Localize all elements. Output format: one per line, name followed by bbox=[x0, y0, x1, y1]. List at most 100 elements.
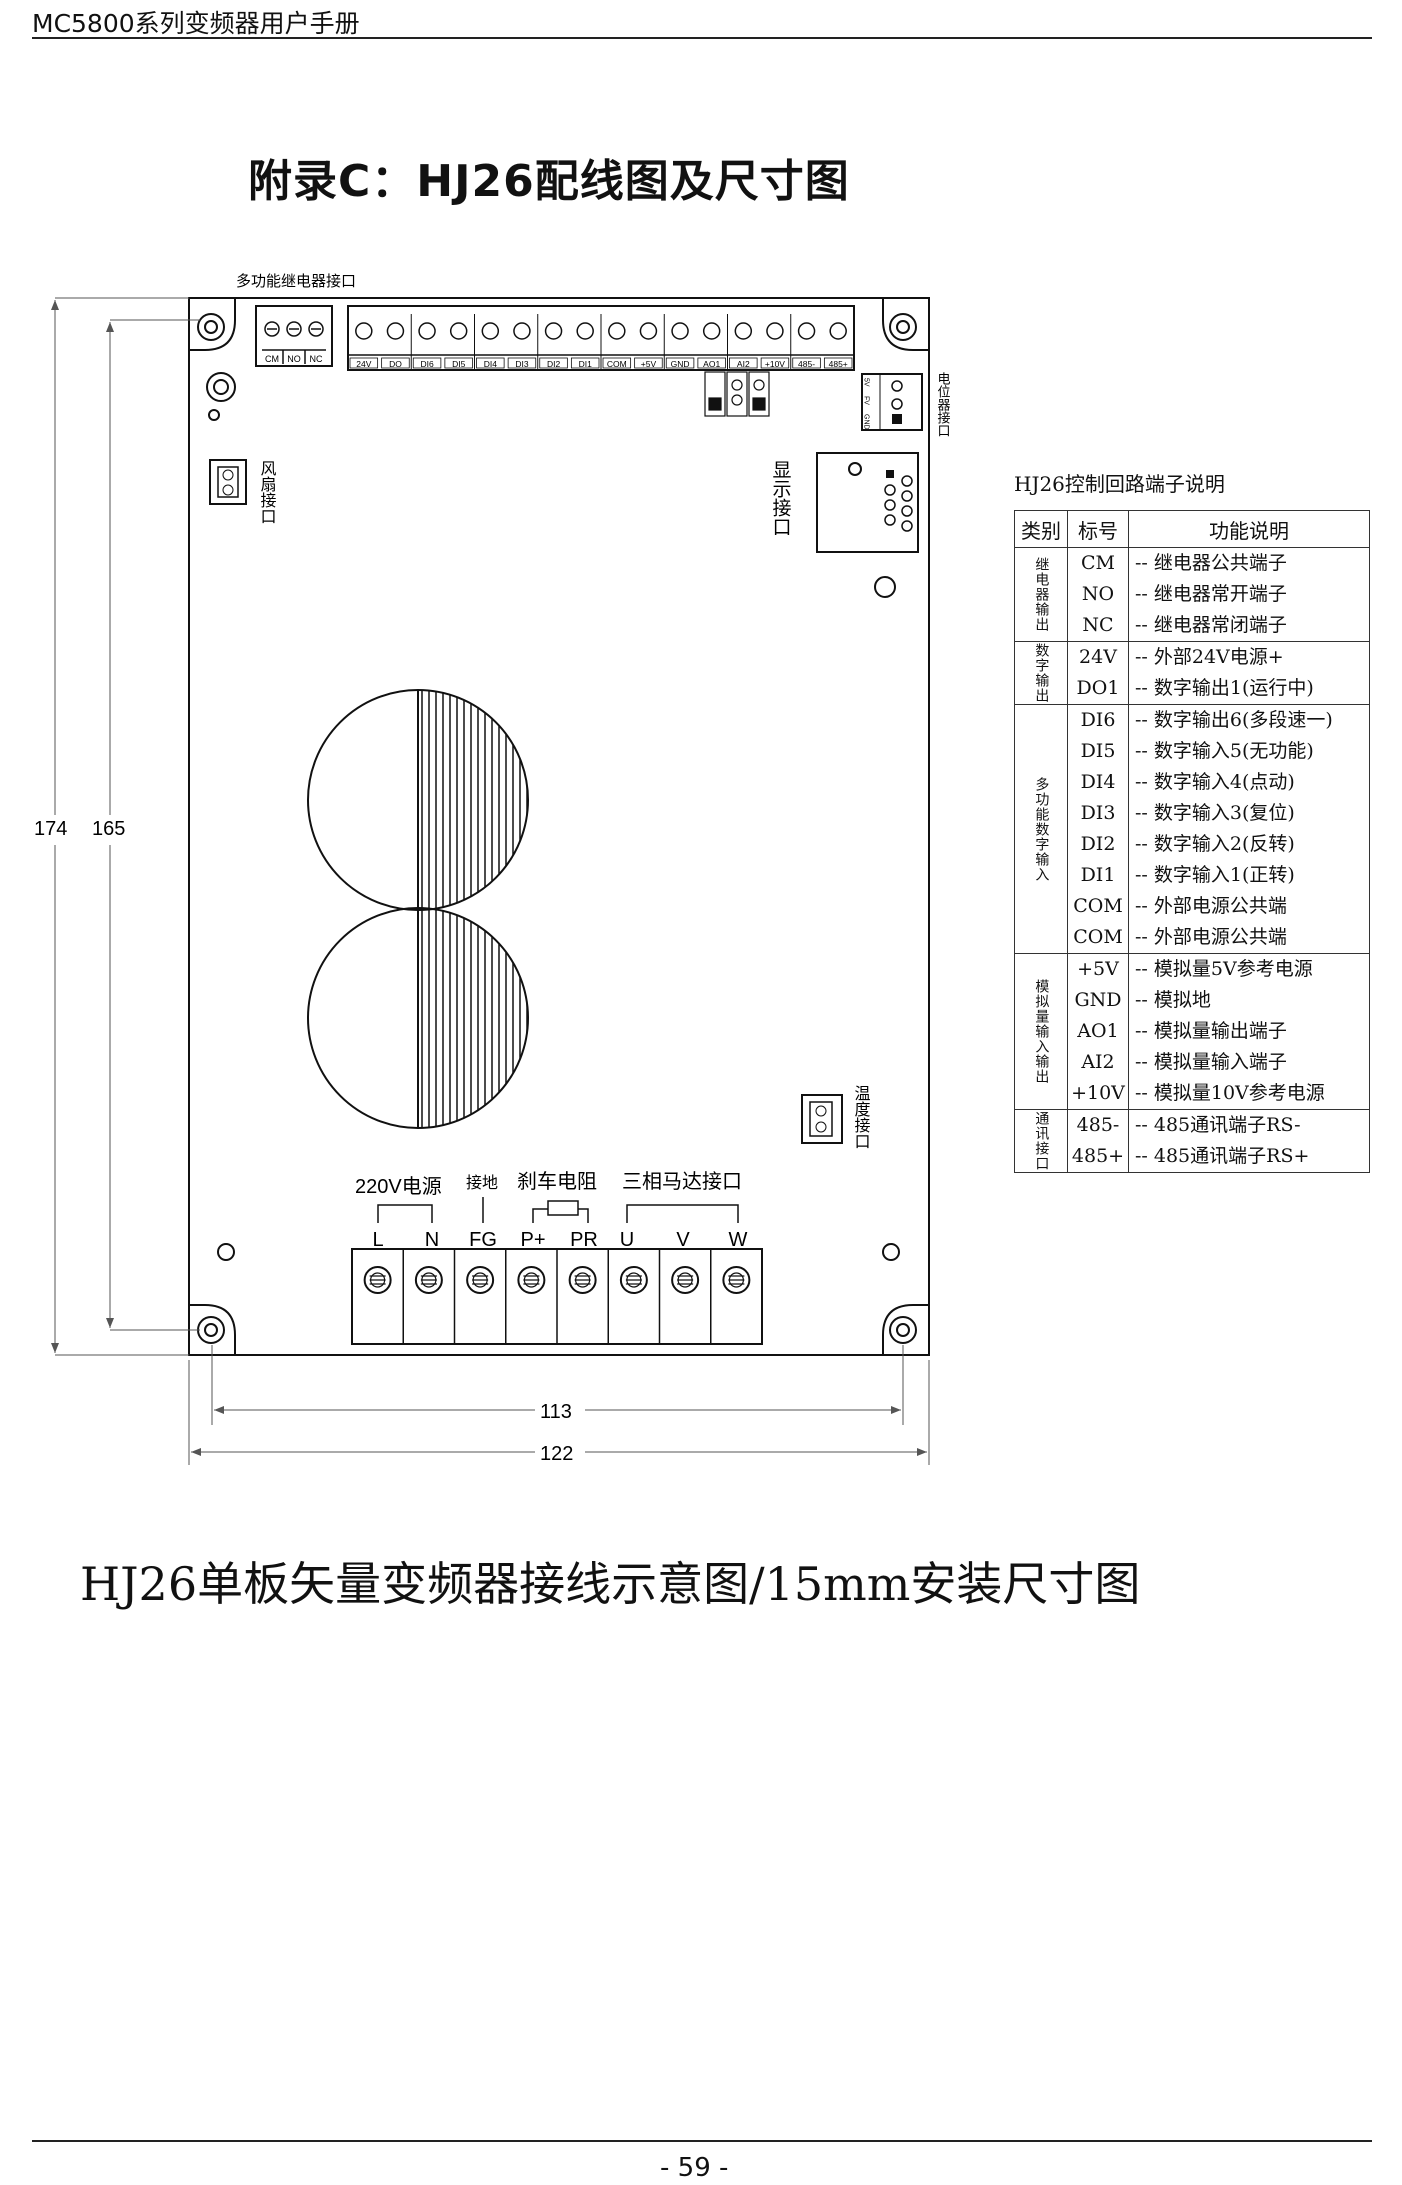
power-terminal-label: L bbox=[372, 1229, 383, 1251]
header-description: 功能说明 bbox=[1128, 510, 1370, 548]
category-cell: 继电器输出 bbox=[1033, 557, 1050, 632]
terminal-code: +5V bbox=[1077, 958, 1119, 980]
pot-terminal-label: 5V bbox=[863, 378, 870, 387]
terminal-description: -- 模拟量5V参考电源 bbox=[1135, 958, 1313, 980]
ground-label: 接地 bbox=[466, 1174, 498, 1192]
power-terminal-label: PR bbox=[570, 1229, 598, 1251]
page-number: - 59 - bbox=[660, 2153, 729, 2183]
terminal-code: 24V bbox=[1079, 646, 1117, 668]
corner-notch bbox=[882, 1304, 929, 1355]
terminal-code: NC bbox=[1082, 614, 1114, 636]
control-terminal bbox=[576, 322, 594, 340]
terminal-code: AO1 bbox=[1077, 1020, 1119, 1042]
control-terminal bbox=[418, 322, 436, 340]
terminal-code: 485- bbox=[1076, 1114, 1120, 1136]
power-terminal-label: U bbox=[620, 1229, 634, 1251]
corner-notch bbox=[882, 298, 929, 351]
dim-height-inner: 165 bbox=[92, 818, 125, 840]
power-terminal-screw bbox=[619, 1266, 648, 1294]
brake-label: 刹车电阻 bbox=[517, 1170, 597, 1193]
pot-label: 电位器接口 bbox=[936, 372, 951, 437]
header-category: 类别 bbox=[1014, 510, 1068, 548]
terminal-code: COM bbox=[1073, 895, 1123, 917]
terminal-code: +10V bbox=[1071, 1082, 1125, 1104]
terminal-code: DI5 bbox=[1080, 740, 1116, 762]
control-terminal-label: GND bbox=[671, 359, 690, 369]
terminal-code: DI4 bbox=[1080, 771, 1116, 793]
appendix-title: 附录C：HJ26配线图及尺寸图 bbox=[248, 156, 850, 207]
control-terminal bbox=[702, 322, 721, 340]
power-terminal-screw bbox=[671, 1266, 700, 1294]
control-terminal-label: 485+ bbox=[829, 359, 848, 369]
motor-label: 三相马达接口 bbox=[622, 1170, 742, 1193]
terminal-description: -- 继电器常闭端子 bbox=[1135, 614, 1287, 636]
control-terminal-label: AI2 bbox=[737, 359, 750, 369]
display-label: 显示接口 bbox=[770, 460, 792, 536]
terminal-description: -- 模拟量输出端子 bbox=[1135, 1020, 1287, 1042]
category-cell: 数字输出 bbox=[1033, 643, 1050, 703]
terminal-description: -- 外部电源公共端 bbox=[1135, 926, 1287, 948]
power-terminal-label: N bbox=[425, 1229, 439, 1251]
dim-width-inner: 113 bbox=[540, 1401, 572, 1423]
control-terminal bbox=[639, 322, 658, 340]
terminal-description: -- 数字输入3(复位) bbox=[1135, 802, 1295, 824]
relay-connector bbox=[255, 305, 333, 367]
terminal-description: -- 数字输入2(反转) bbox=[1135, 833, 1295, 855]
terminal-code: DI2 bbox=[1080, 833, 1116, 855]
terminal-code: DO1 bbox=[1076, 677, 1120, 699]
category-cell: 模拟量输入输出 bbox=[1033, 979, 1050, 1084]
corner-notch bbox=[189, 298, 236, 351]
corner-notch bbox=[189, 1304, 236, 1355]
terminal-description: -- 485通讯端子RS- bbox=[1135, 1114, 1301, 1136]
power-terminal-screw bbox=[568, 1266, 597, 1294]
control-terminal-label: 485- bbox=[798, 359, 815, 369]
power-terminal-screw bbox=[722, 1266, 751, 1294]
fan-connector bbox=[209, 459, 247, 505]
terminal-code: NO bbox=[1081, 583, 1115, 605]
terminal-description: -- 数字输出6(多段速一) bbox=[1135, 709, 1333, 731]
category-cell: 多功能数字输入 bbox=[1033, 776, 1050, 882]
power-terminal-screw bbox=[414, 1266, 443, 1294]
power-terminal-label: W bbox=[729, 1229, 748, 1251]
terminal-description: -- 数字输入5(无功能) bbox=[1135, 740, 1314, 762]
fan-label: 风扇接口 bbox=[258, 460, 277, 524]
control-terminal bbox=[544, 322, 563, 340]
terminal-code: COM bbox=[1073, 926, 1123, 948]
terminal-description: -- 数字输入1(正转) bbox=[1135, 864, 1295, 886]
terminal-code: CM bbox=[1081, 552, 1115, 574]
control-terminal-label: DI3 bbox=[515, 359, 529, 369]
terminal-description: -- 继电器常开端子 bbox=[1135, 583, 1287, 605]
control-terminal bbox=[449, 322, 468, 340]
pot-terminal-label: GND bbox=[863, 414, 870, 430]
power-terminal-label: V bbox=[676, 1229, 690, 1251]
terminal-description: -- 数字输出1(运行中) bbox=[1135, 677, 1314, 699]
terminal-code: DI1 bbox=[1080, 864, 1116, 886]
control-terminal bbox=[829, 322, 847, 340]
terminal-description: -- 模拟地 bbox=[1135, 989, 1211, 1011]
board-outline bbox=[188, 297, 930, 1356]
footer-divider bbox=[32, 2140, 1372, 2142]
terminal-description: -- 外部电源公共端 bbox=[1135, 895, 1287, 917]
relay-terminal-label: NC bbox=[310, 354, 323, 364]
terminal-code: DI3 bbox=[1080, 802, 1116, 824]
header-divider bbox=[32, 37, 1372, 39]
control-terminal-label: DI1 bbox=[579, 359, 593, 369]
pot-connector bbox=[861, 373, 923, 431]
terminal-description: -- 继电器公共端子 bbox=[1135, 552, 1287, 574]
terminal-code: DI6 bbox=[1080, 709, 1116, 731]
terminal-code: AI2 bbox=[1081, 1051, 1115, 1073]
control-terminal bbox=[355, 322, 373, 340]
control-terminal bbox=[608, 322, 626, 340]
terminal-code: GND bbox=[1074, 989, 1122, 1011]
control-terminal bbox=[766, 322, 784, 340]
control-terminal bbox=[481, 322, 500, 340]
figure-caption: HJ26单板矢量变频器接线示意图/15mm安装尺寸图 bbox=[80, 1557, 1141, 1611]
power-terminal-screw bbox=[363, 1266, 392, 1294]
control-terminal-label: +10V bbox=[765, 359, 785, 369]
table-title: HJ26控制回路端子说明 bbox=[1014, 472, 1225, 496]
